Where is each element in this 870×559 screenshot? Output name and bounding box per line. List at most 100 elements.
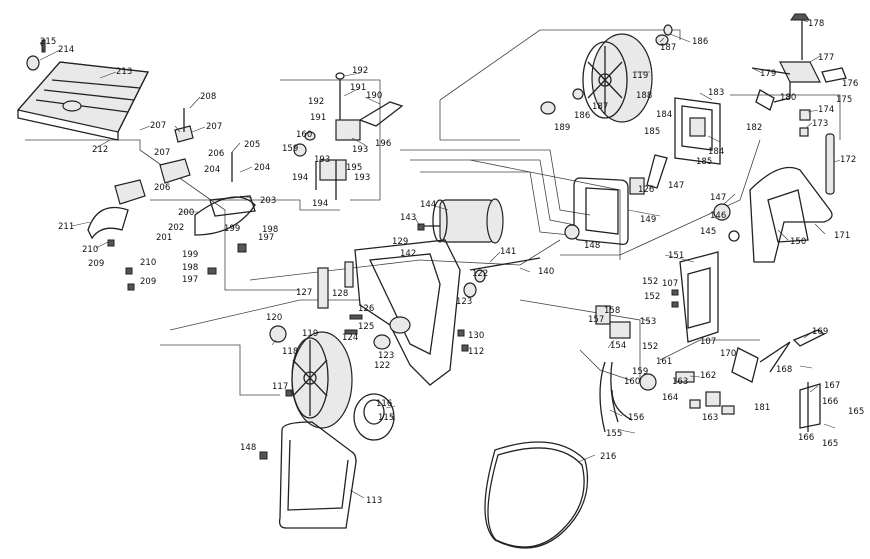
part-label: 122 [374, 361, 390, 371]
part-label: 165 [822, 439, 838, 449]
part-label: 118 [282, 347, 298, 357]
part-label: 183 [708, 88, 724, 98]
part-label: 166 [822, 397, 838, 407]
part-label: 208 [200, 92, 216, 102]
part-label: 152 [642, 342, 658, 352]
part-label: 113 [366, 496, 382, 506]
part-label: 182 [746, 123, 762, 133]
part-label: 160 [624, 377, 640, 387]
part-label: 216 [600, 452, 616, 462]
table-insert [62, 100, 82, 112]
part-label: 186 [574, 111, 590, 121]
part-label: 191 [310, 113, 326, 123]
lower-wheel [269, 325, 395, 441]
part-label: 206 [154, 183, 170, 193]
part-label: 117 [272, 382, 288, 392]
part-label: 150 [790, 237, 806, 247]
part-label: 116 [376, 399, 392, 409]
part-label: 129 [392, 237, 408, 247]
lower-cover-panel [278, 421, 357, 529]
guide-block [335, 119, 361, 141]
part-label: 124 [342, 333, 358, 343]
part-label: 179 [760, 69, 776, 79]
part-label: 161 [656, 357, 672, 367]
group-frames [25, 29, 841, 396]
fence-rail [799, 383, 821, 429]
part-label: 154 [610, 341, 626, 351]
part-label: 120 [266, 313, 282, 323]
part-label: 151 [668, 251, 684, 261]
part-label: 126 [638, 185, 654, 195]
part-label: 115 [378, 413, 394, 423]
part-label: 185 [644, 127, 660, 137]
upper-cover-panel [573, 177, 629, 246]
part-label: 204 [204, 165, 220, 175]
guide-post [317, 267, 329, 309]
part-label: 143 [400, 213, 416, 223]
pulley [353, 393, 395, 441]
tension-assembly [713, 13, 847, 263]
part-label: 193 [352, 145, 368, 155]
part-label: 185 [696, 157, 712, 167]
part-label: 172 [840, 155, 856, 165]
part-label: 170 [720, 349, 736, 359]
part-label: 199 [224, 224, 240, 234]
trunnion-bracket [87, 206, 129, 240]
part-label: 198 [262, 225, 278, 235]
part-label: 215 [40, 37, 56, 47]
switch-box [679, 251, 719, 343]
part-label: 173 [812, 119, 828, 129]
part-label: 207 [154, 148, 170, 158]
part-label: 192 [308, 97, 324, 107]
part-label: 153 [640, 317, 656, 327]
part-label: 148 [240, 443, 256, 453]
part-label: 156 [628, 413, 644, 423]
part-label: 204 [254, 163, 270, 173]
part-label: 187 [592, 102, 608, 112]
part-label: 194 [312, 199, 328, 209]
part-label: 163 [672, 377, 688, 387]
part-label: 146 [710, 211, 726, 221]
part-label: 194 [292, 173, 308, 183]
part-label: 197 [182, 275, 198, 285]
part-label: 195 [346, 163, 362, 173]
part-label: 212 [92, 145, 108, 155]
part-label: 141 [500, 247, 516, 257]
trunnion-support [194, 196, 256, 236]
part-label: 203 [260, 196, 276, 206]
part-label: 107 [700, 337, 716, 347]
part-label: 163 [702, 413, 718, 423]
part-label: 177 [818, 53, 834, 63]
part-label: 198 [182, 263, 198, 273]
part-label: 209 [140, 277, 156, 287]
part-label: 211 [58, 222, 74, 232]
tension-rod [825, 133, 835, 195]
part-label: 147 [668, 181, 684, 191]
slide-bracket [674, 97, 721, 165]
part-label: 171 [834, 231, 850, 241]
part-label: 119 [632, 71, 648, 81]
blade-loop [484, 441, 589, 549]
part-label: 122 [472, 269, 488, 279]
part-label: 112 [468, 347, 484, 357]
part-labels: 215 214 213 212 211 210 209 208 207 207 … [40, 19, 864, 506]
part-label: 123 [378, 351, 394, 361]
part-label: 191 [350, 83, 366, 93]
part-label: 180 [780, 93, 796, 103]
part-label: 147 [710, 193, 726, 203]
part-label: 201 [156, 233, 172, 243]
part-label: 193 [354, 173, 370, 183]
part-label: 107 [662, 279, 678, 289]
part-label: 155 [606, 429, 622, 439]
part-label: 160 [296, 130, 312, 140]
part-label: 202 [168, 223, 184, 233]
part-label: 214 [58, 45, 74, 55]
part-label: 207 [150, 121, 166, 131]
part-label: 148 [584, 241, 600, 251]
part-label: 199 [182, 250, 198, 260]
part-label: 159 [282, 144, 298, 154]
table-assembly [16, 39, 256, 291]
part-label: 193 [314, 155, 330, 165]
tension-block [779, 61, 821, 83]
part-label: 119 [302, 329, 318, 339]
